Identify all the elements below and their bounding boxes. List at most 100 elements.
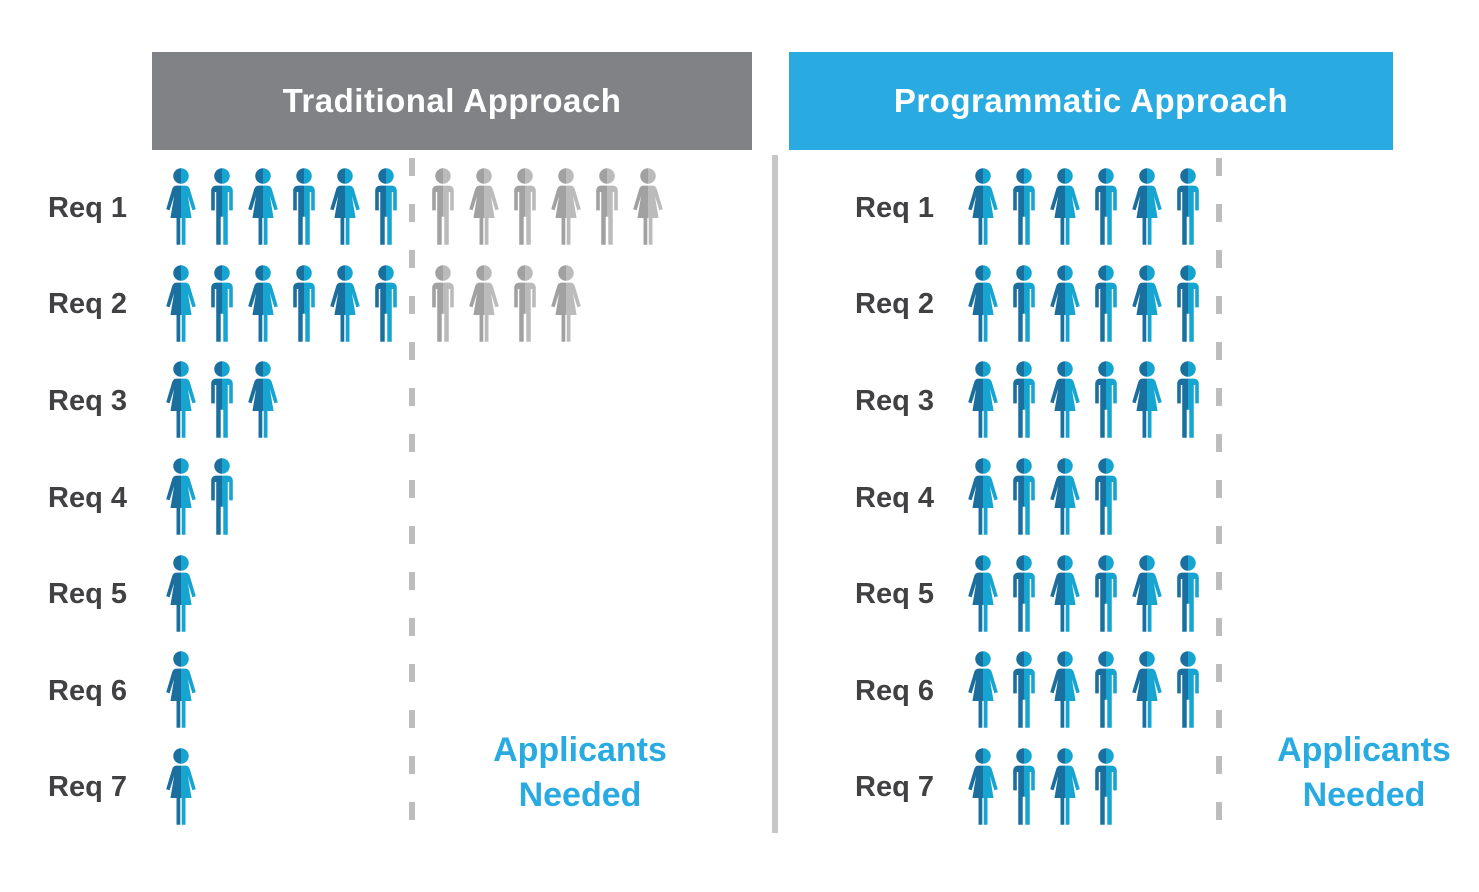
person-female-icon <box>1050 651 1080 728</box>
panel-divider-line <box>772 155 778 833</box>
filled-icons-group <box>163 168 425 248</box>
person-male-icon <box>1013 265 1035 342</box>
person-female-icon <box>968 458 998 535</box>
person-female-icon <box>1132 168 1162 246</box>
person-female-icon <box>1050 265 1080 342</box>
traditional-req-row-1: Req 1 <box>0 160 760 257</box>
traditional-approach-header: Traditional Approach <box>152 52 752 150</box>
person-male-icon <box>1095 361 1117 439</box>
person-female-icon <box>968 554 998 632</box>
filled-icons-group <box>965 651 1206 731</box>
person-female-icon <box>968 747 998 825</box>
person-male-icon <box>293 265 315 342</box>
person-male-icon <box>211 361 233 439</box>
person-male-icon <box>211 265 233 342</box>
programmatic-req-row-7: Req 7 <box>800 739 1240 836</box>
req-label: Req 2 <box>48 288 127 321</box>
person-male-icon <box>211 458 233 535</box>
note-line: Applicants <box>493 731 667 769</box>
filled-icons-group <box>163 554 425 635</box>
person-male-icon <box>1177 361 1199 439</box>
note-line: Needed <box>518 775 642 814</box>
filled-icons-group <box>965 168 1206 248</box>
req-label: Req 3 <box>855 384 934 417</box>
req-label: Req 7 <box>855 771 934 804</box>
person-male-icon <box>1095 168 1117 246</box>
person-female-icon <box>968 651 998 728</box>
programmatic-applicants-needed-label: Applicants Needed <box>1196 728 1479 818</box>
traditional-applicants-needed-label: Applicants Needed <box>410 728 750 818</box>
person-female-icon <box>166 651 196 728</box>
person-male-icon <box>1013 651 1035 728</box>
person-female-icon <box>1050 747 1080 825</box>
filled-icons-group <box>163 747 425 828</box>
req-label: Req 6 <box>855 674 934 707</box>
person-female-icon <box>248 265 278 342</box>
person-female-icon <box>330 265 360 342</box>
req-label: Req 7 <box>48 771 127 804</box>
person-female-icon <box>166 361 196 439</box>
programmatic-req-row-1: Req 1 <box>800 160 1240 257</box>
person-male-icon <box>1013 361 1035 439</box>
person-female-icon <box>248 361 278 439</box>
person-male-icon <box>1013 458 1035 535</box>
person-male-icon <box>432 265 454 342</box>
req-label: Req 1 <box>48 191 127 224</box>
filled-icons-group <box>163 361 425 441</box>
filled-icons-group <box>965 458 1124 538</box>
filled-icons-group <box>965 747 1124 828</box>
person-female-icon <box>551 168 581 246</box>
person-male-icon <box>1177 651 1199 728</box>
req-label: Req 3 <box>48 384 127 417</box>
applicants-needed-icons-group <box>425 265 584 345</box>
person-female-icon <box>1050 458 1080 535</box>
person-male-icon <box>293 168 315 246</box>
person-male-icon <box>1095 747 1117 825</box>
person-male-icon <box>1177 265 1199 342</box>
person-female-icon <box>551 265 581 342</box>
req-label: Req 5 <box>855 578 934 611</box>
person-male-icon <box>1177 554 1199 632</box>
person-female-icon <box>1132 651 1162 728</box>
person-male-icon <box>1095 458 1117 535</box>
note-line: Applicants <box>1277 731 1451 769</box>
person-female-icon <box>166 458 196 535</box>
programmatic-threshold-dashed-line <box>1216 158 1222 834</box>
person-female-icon <box>166 747 196 825</box>
person-female-icon <box>633 168 663 246</box>
person-female-icon <box>469 168 499 246</box>
person-female-icon <box>968 361 998 439</box>
filled-icons-group <box>163 265 425 345</box>
person-female-icon <box>469 265 499 342</box>
req-label: Req 2 <box>855 288 934 321</box>
person-male-icon <box>432 168 454 246</box>
programmatic-req-row-2: Req 2 <box>800 257 1240 354</box>
person-female-icon <box>1132 265 1162 342</box>
person-female-icon <box>248 168 278 246</box>
person-male-icon <box>514 168 536 246</box>
person-male-icon <box>211 168 233 246</box>
person-female-icon <box>1050 361 1080 439</box>
person-female-icon <box>330 168 360 246</box>
person-male-icon <box>1013 554 1035 632</box>
filled-icons-group <box>965 554 1206 635</box>
person-male-icon <box>1013 168 1035 246</box>
person-female-icon <box>166 265 196 342</box>
req-label: Req 1 <box>855 191 934 224</box>
programmatic-approach-header: Programmatic Approach <box>789 52 1393 150</box>
person-male-icon <box>514 265 536 342</box>
person-male-icon <box>1095 554 1117 632</box>
person-male-icon <box>1095 265 1117 342</box>
filled-icons-group <box>965 361 1206 441</box>
traditional-threshold-dashed-line <box>409 158 415 834</box>
person-male-icon <box>1013 747 1035 825</box>
person-female-icon <box>968 168 998 246</box>
person-female-icon <box>968 265 998 342</box>
traditional-req-row-2: Req 2 <box>0 257 760 354</box>
person-male-icon <box>375 168 397 246</box>
traditional-req-row-7: Req 7 <box>0 739 760 836</box>
filled-icons-group <box>163 458 425 538</box>
